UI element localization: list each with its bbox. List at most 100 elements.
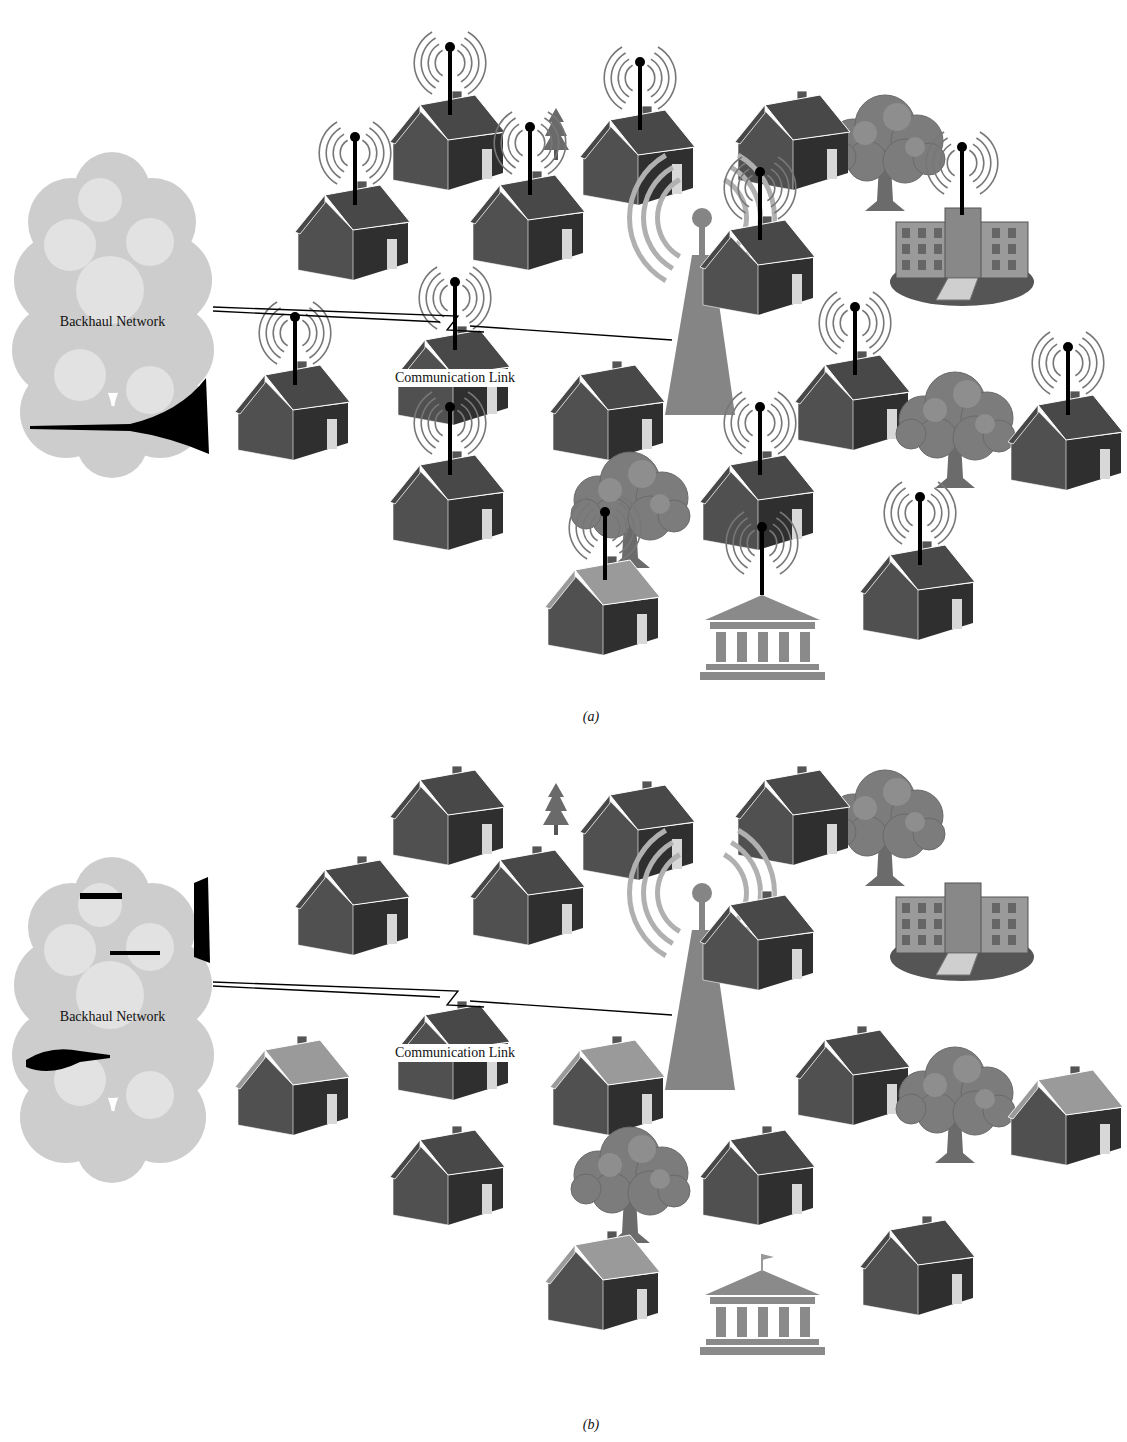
house xyxy=(550,361,665,460)
radio-wave xyxy=(862,309,871,336)
antenna-mast xyxy=(638,62,642,130)
house-roof-edge xyxy=(860,1230,890,1269)
radio-wave xyxy=(655,852,681,933)
link-line xyxy=(213,986,440,997)
cloud-highlight xyxy=(76,256,144,324)
house-roof xyxy=(420,455,505,500)
house-roof-edge xyxy=(235,1050,265,1089)
base-station-tower xyxy=(627,153,777,415)
radio-wave xyxy=(369,127,385,178)
radio-wave xyxy=(427,403,439,442)
house-side-wall xyxy=(603,598,658,655)
house-roof xyxy=(575,1235,660,1280)
house-roof-edge xyxy=(545,1245,575,1284)
house-door xyxy=(792,949,802,979)
radio-wave xyxy=(279,319,288,346)
house-roof xyxy=(420,770,505,815)
house-roof-edge xyxy=(390,105,420,144)
radio-wave xyxy=(651,58,663,97)
house xyxy=(700,216,815,315)
radio-wave xyxy=(641,165,674,271)
window xyxy=(934,260,942,270)
temple-column xyxy=(737,1307,747,1337)
radio-wave xyxy=(325,127,341,178)
cloud-highlight xyxy=(126,923,174,971)
house-roof-edge xyxy=(795,365,825,404)
tree-canopy xyxy=(571,499,601,529)
window xyxy=(992,260,1000,270)
house-roof xyxy=(730,895,815,940)
radio-wave xyxy=(568,496,587,559)
house-roof xyxy=(575,560,660,605)
house-roof xyxy=(265,365,350,410)
communication-link xyxy=(213,307,672,340)
antenna xyxy=(723,391,796,475)
house-side-wall xyxy=(448,1168,503,1225)
house-roof xyxy=(765,770,850,815)
cloud-puff xyxy=(76,406,148,478)
radio-wave xyxy=(1086,331,1105,394)
house-side-wall xyxy=(293,1078,348,1135)
radio-wave xyxy=(339,139,348,166)
radio-wave xyxy=(771,168,783,207)
temple-step xyxy=(706,1339,819,1345)
window xyxy=(902,228,910,238)
house xyxy=(1008,1066,1123,1165)
house-side-wall xyxy=(293,403,348,460)
house-door xyxy=(327,1094,337,1124)
link-line xyxy=(213,982,484,1007)
house-door xyxy=(792,1184,802,1214)
antenna-mast xyxy=(758,407,762,475)
window xyxy=(1008,228,1016,238)
radio-wave xyxy=(366,133,378,172)
tree-highlight xyxy=(905,812,925,832)
radio-wave xyxy=(890,487,906,538)
radio-wave xyxy=(541,123,553,162)
house-side-wall xyxy=(793,808,848,865)
radio-wave xyxy=(925,131,944,194)
cloud-dark-bar xyxy=(80,893,122,899)
tree xyxy=(896,1047,1015,1163)
house xyxy=(1008,391,1123,490)
antenna xyxy=(925,131,998,215)
antenna-tip xyxy=(445,42,455,52)
radio-wave xyxy=(473,266,492,329)
radio-wave xyxy=(655,177,681,258)
house-door xyxy=(952,1274,962,1304)
house-roof xyxy=(500,175,585,220)
house-roof-edge xyxy=(700,905,730,944)
house xyxy=(390,91,505,190)
window xyxy=(918,228,926,238)
house xyxy=(470,846,585,945)
house-roof-edge xyxy=(580,120,610,159)
radio-wave xyxy=(318,121,337,184)
antenna-mast xyxy=(1066,347,1070,415)
tree-highlight xyxy=(953,1055,981,1083)
radio-wave xyxy=(927,499,936,526)
tree-highlight xyxy=(598,1153,622,1177)
radio-wave xyxy=(603,46,622,109)
window xyxy=(992,919,1000,929)
antenna-mast xyxy=(528,127,532,195)
tree xyxy=(571,1127,690,1243)
house-side-wall xyxy=(758,258,813,315)
radio-wave xyxy=(737,403,749,442)
cloud-highlight xyxy=(78,883,122,927)
antenna-tip xyxy=(757,522,767,532)
radio-wave xyxy=(780,511,799,574)
radio-wave xyxy=(548,111,567,174)
radio-wave xyxy=(767,409,776,436)
radio-wave xyxy=(575,502,591,553)
temple-pediment xyxy=(705,595,820,620)
tree-highlight xyxy=(975,1089,995,1109)
radio-wave xyxy=(462,284,471,311)
cloud-label: Backhaul Network xyxy=(10,314,215,330)
cloud-node: Backhaul Network xyxy=(10,855,215,1185)
radio-wave xyxy=(839,309,848,336)
radio-wave xyxy=(873,291,892,354)
antenna-tip xyxy=(445,402,455,412)
scene-without-antennas xyxy=(213,766,1123,1355)
antenna-mast xyxy=(758,172,762,240)
cloud-dark-bar xyxy=(110,951,160,955)
antenna-tip xyxy=(755,167,765,177)
